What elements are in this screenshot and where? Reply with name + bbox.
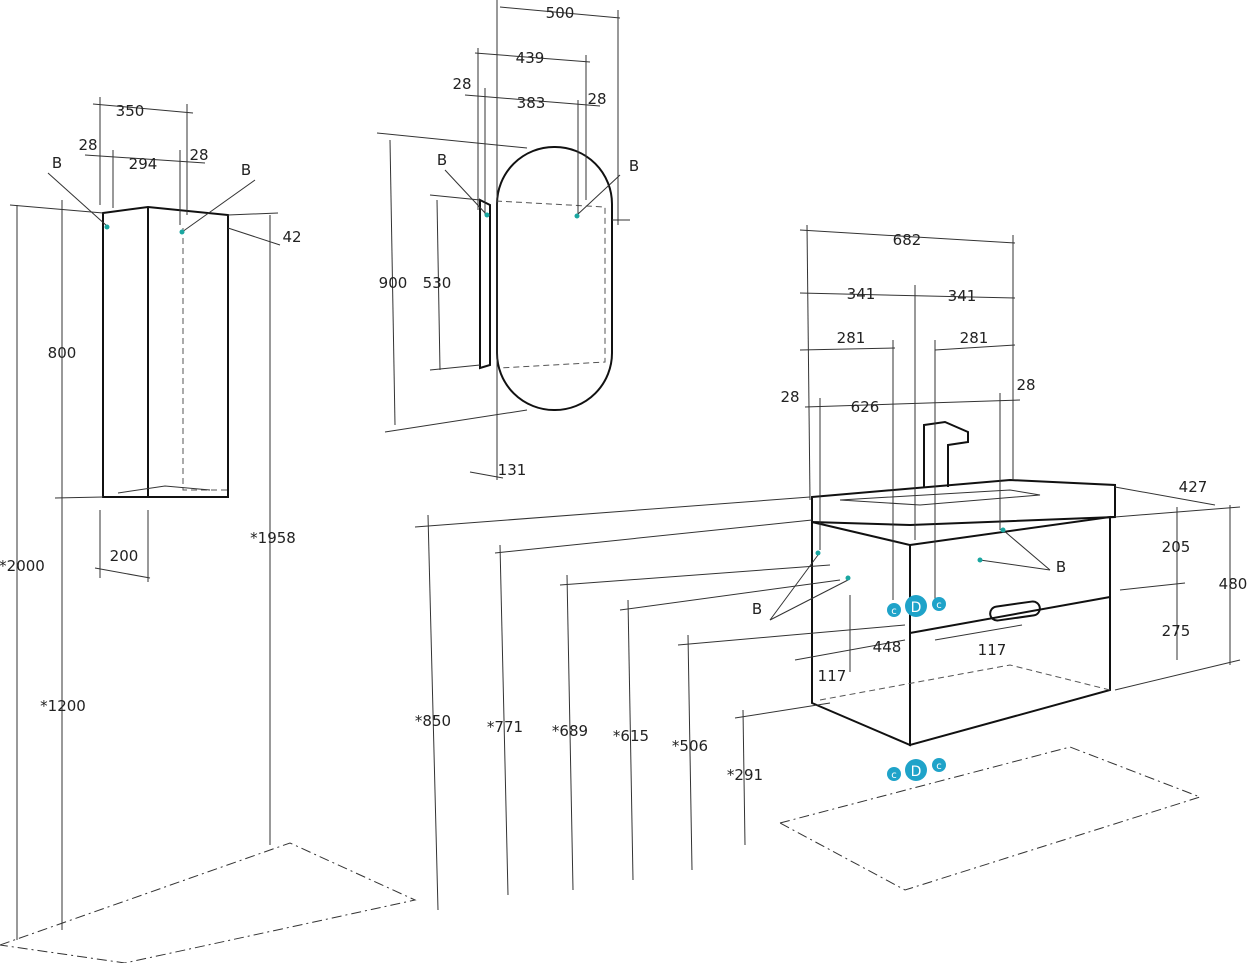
vanity-b-right: B	[1056, 558, 1066, 576]
vanity-d117-right: 117	[978, 641, 1007, 659]
mirror-inner-height: 530	[423, 274, 452, 292]
vanity-total-height: 480	[1219, 575, 1248, 593]
cabinet-hidden	[819, 664, 1111, 701]
mirror-height: 900	[379, 274, 408, 292]
mirror-hidden	[495, 200, 606, 369]
vanity-b-left: B	[752, 600, 762, 618]
mirror-b-right: B	[629, 157, 639, 175]
marker-c-1: c	[891, 606, 897, 617]
vanity-h291: *291	[727, 766, 763, 784]
connection-markers-floor: c D c	[887, 758, 946, 781]
cabinet-side	[811, 520, 911, 747]
vanity-inner-width: 626	[851, 398, 880, 416]
pencil-mount-height: *1200	[40, 697, 86, 715]
vanity-bottom-height: 275	[1162, 622, 1191, 640]
vanity-unit: 682 341 341 281 281 626 28 28 427 205 27…	[415, 224, 1248, 911]
mirror-depth: 131	[498, 461, 527, 479]
pencil-width-inner: 294	[129, 155, 158, 173]
vanity-h506: *506	[672, 737, 708, 755]
pencil-side-right: 28	[189, 146, 208, 164]
mirror-width-outer: 500	[546, 4, 575, 22]
pencil-body	[102, 205, 229, 498]
mirror-width-mid: 439	[516, 49, 545, 67]
pencil-b-right: B	[241, 161, 251, 179]
faucet	[923, 420, 969, 487]
marker-c-3: c	[891, 770, 897, 781]
vanity-h689: *689	[552, 722, 588, 740]
pencil-depth: 200	[110, 547, 139, 565]
drawer-split	[909, 596, 1111, 634]
drawer-handle	[989, 600, 1041, 622]
mirror-shape	[496, 146, 613, 411]
pencil-hidden	[182, 228, 228, 491]
vanity-h771: *771	[487, 718, 523, 736]
vanity-width-total: 682	[893, 231, 922, 249]
pencil-total-height: *2000	[0, 557, 45, 575]
vanity-quarter-left: 281	[837, 329, 866, 347]
basin-top	[811, 478, 1116, 527]
vanity-half-right: 341	[948, 287, 977, 305]
mirror-side	[479, 198, 491, 370]
mirror-side-right: 28	[587, 90, 606, 108]
cabinet-front	[909, 515, 1111, 747]
marker-c-4: c	[936, 761, 942, 772]
vanity-floor	[778, 746, 1202, 891]
connection-markers-cabinet: c D c	[887, 595, 946, 617]
vanity-quarter-right: 281	[960, 329, 989, 347]
vanity-d117-left: 117	[818, 667, 847, 685]
pencil-width-total: 350	[116, 102, 145, 120]
pencil-side-left: 28	[78, 136, 97, 154]
pencil-height: 800	[48, 344, 77, 362]
vanity-d448: 448	[873, 638, 902, 656]
mirror-side-left: 28	[452, 75, 471, 93]
pencil-top: 42	[282, 228, 301, 246]
pencil-right-height: *1958	[250, 529, 296, 547]
pencil-base	[117, 485, 211, 494]
marker-d-1: D	[911, 600, 922, 616]
vanity-h615: *615	[613, 727, 649, 745]
pencil-b-left: B	[52, 154, 62, 172]
marker-d-2: D	[911, 764, 922, 780]
marker-c-2: c	[936, 600, 942, 611]
vanity-half-left: 341	[847, 285, 876, 303]
vanity-top-height: 205	[1162, 538, 1191, 556]
mirror-b-left: B	[437, 151, 447, 169]
mirror-width-inner: 383	[517, 94, 546, 112]
pencil-floor	[0, 842, 417, 964]
vanity-h850: *850	[415, 712, 451, 730]
pencil-cabinet: 350 294 28 28 42 800 200 *1200 *2000 *19…	[0, 97, 417, 964]
vanity-side-right: 28	[1016, 376, 1035, 394]
mirror: 500 439 383 28 28 900 530 131 B B	[376, 0, 639, 480]
vanity-side-left: 28	[780, 388, 799, 406]
vanity-depth: 427	[1179, 478, 1208, 496]
